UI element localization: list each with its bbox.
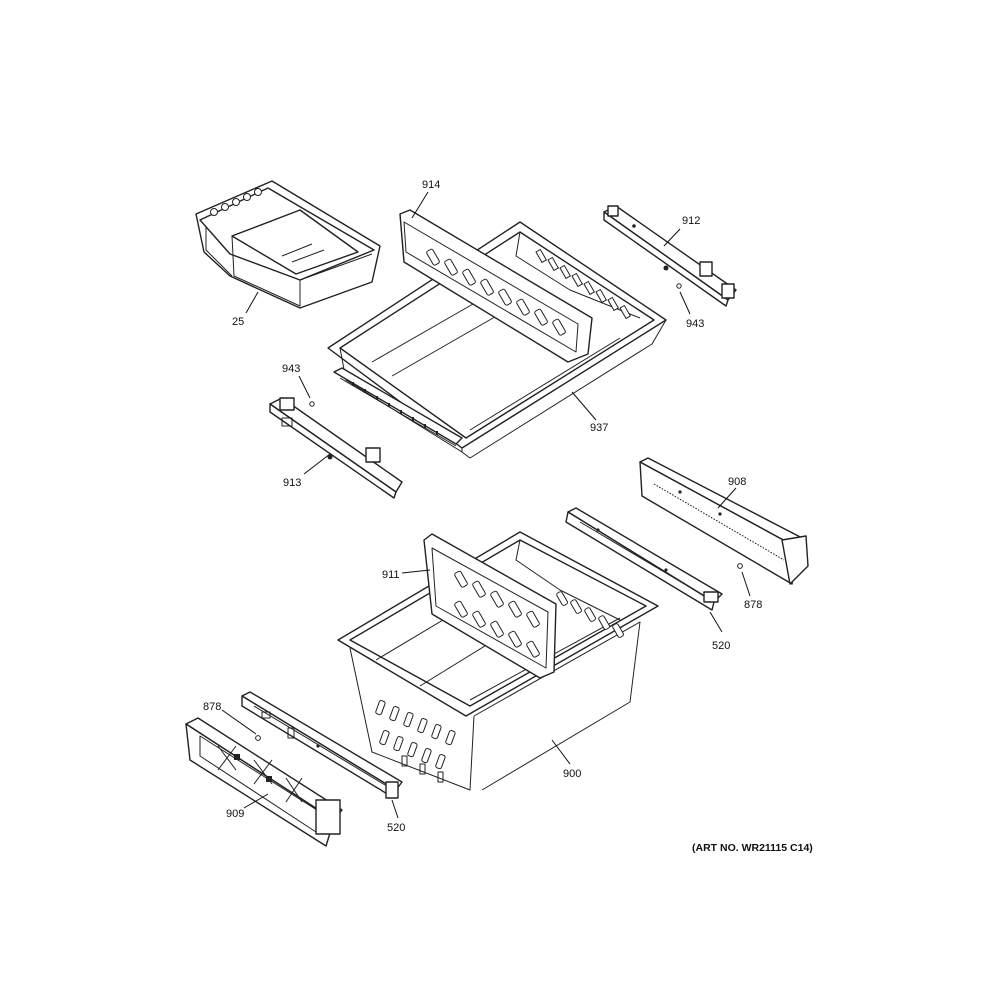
part-911-lower-divider xyxy=(423,533,557,679)
part-913-rail-bracket xyxy=(269,397,403,499)
part-937-upper-basket xyxy=(327,221,667,459)
callout-911: 911 xyxy=(382,569,400,581)
part-914-upper-divider xyxy=(399,209,593,363)
lower-basket-feet xyxy=(401,755,444,783)
callout-913: 913 xyxy=(283,477,301,489)
front-rail-teeth xyxy=(352,382,438,435)
part-25-small-bin xyxy=(195,180,381,309)
upper-divider-slots xyxy=(426,248,566,336)
callout-25: 25 xyxy=(232,316,244,328)
callout-878-right: 878 xyxy=(744,599,762,611)
screw-943-upper xyxy=(676,283,682,289)
callout-labels: 25 914 912 943 943 937 913 908 911 878 5… xyxy=(203,179,762,834)
callout-943-right: 943 xyxy=(686,318,704,330)
callout-912: 912 xyxy=(682,215,700,227)
part-909-rail-bracket xyxy=(185,717,343,847)
lower-divider-slots xyxy=(454,570,540,658)
part-520-right-slide xyxy=(565,507,723,611)
upper-basket-wall-slots xyxy=(535,248,632,320)
leader-lines xyxy=(221,191,751,819)
bracket-rib-pattern xyxy=(217,745,303,803)
art-number-label: (ART NO. WR21115 C14) xyxy=(692,842,813,854)
lower-basket-side-slots xyxy=(556,591,624,638)
screw-878-right xyxy=(737,563,743,569)
lower-basket-front-slots xyxy=(375,700,456,770)
part-520-left-slide xyxy=(241,691,403,799)
callout-914: 914 xyxy=(422,179,440,191)
callout-909: 909 xyxy=(226,808,244,820)
screw-878-left xyxy=(255,735,261,741)
callout-900: 900 xyxy=(563,768,581,780)
rail-teeth xyxy=(653,483,785,561)
callout-943-left: 943 xyxy=(282,363,300,375)
part-912-rail-bracket xyxy=(603,205,737,307)
screw-943-lower xyxy=(309,401,315,407)
callout-520-right: 520 xyxy=(712,640,730,652)
callout-520-left: 520 xyxy=(387,822,405,834)
callout-878-left: 878 xyxy=(203,701,221,713)
callout-937: 937 xyxy=(590,422,608,434)
callout-908: 908 xyxy=(728,476,746,488)
